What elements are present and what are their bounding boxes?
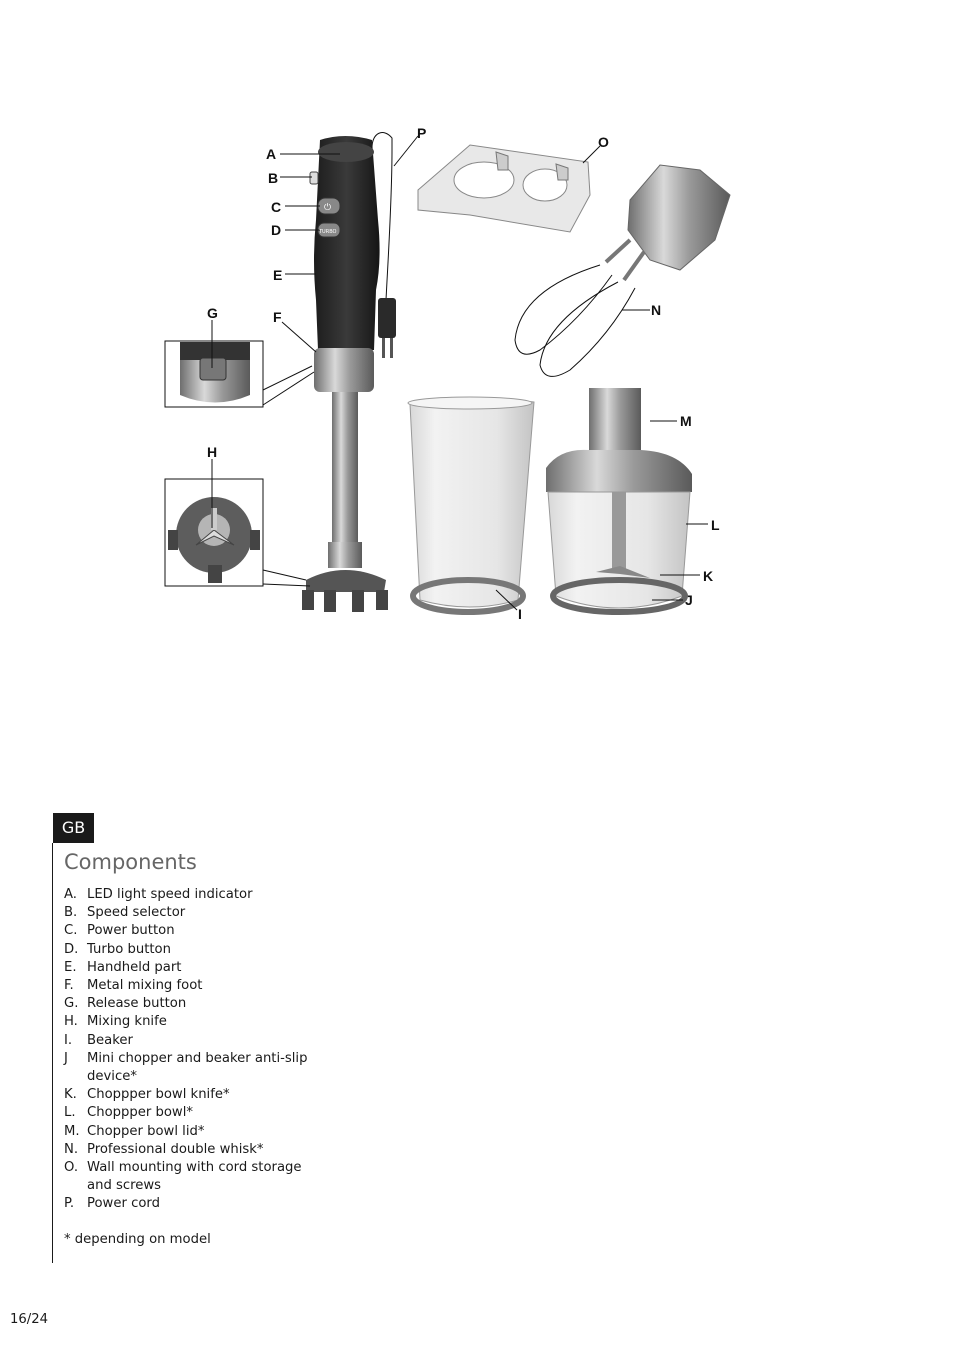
list-item: N. Professional double whisk*	[64, 1141, 324, 1159]
item-key: C.	[64, 923, 78, 939]
item-key: I.	[64, 1032, 73, 1048]
svg-text:⏻: ⏻	[324, 202, 331, 213]
callout-a: A	[266, 146, 276, 162]
item-text: Release button	[87, 996, 187, 1012]
callout-j: J	[685, 592, 693, 608]
callout-l: L	[711, 517, 720, 533]
item-text: Choppper bowl knife*	[87, 1087, 230, 1103]
item-key: M.	[64, 1123, 80, 1139]
item-text: Turbo button	[87, 941, 171, 957]
item-text: Mini chopper and beaker anti-slip device…	[87, 1050, 308, 1085]
list-item: A. LED light speed indicator	[64, 886, 324, 904]
list-item: J Mini chopper and beaker anti-slip devic…	[64, 1050, 324, 1086]
list-item: F. Metal mixing foot	[64, 977, 324, 995]
item-text: Beaker	[87, 1032, 133, 1048]
components-list: A. LED light speed indicator B. Speed sele…	[64, 886, 324, 1214]
footnote: * depending on model	[64, 1232, 211, 1247]
item-text: Power cord	[87, 1196, 160, 1212]
item-text: Mixing knife	[87, 1014, 167, 1030]
list-item: D. Turbo button	[64, 941, 324, 959]
item-key: G.	[64, 996, 79, 1012]
item-text: Metal mixing foot	[87, 978, 203, 994]
list-item: P. Power cord	[64, 1195, 324, 1213]
section-rule	[52, 843, 53, 1263]
item-key: D.	[64, 941, 79, 957]
callout-f: F	[273, 309, 282, 325]
whisk-illustration	[514, 164, 731, 377]
callout-m: M	[680, 413, 692, 429]
section-title: Components	[64, 850, 197, 874]
list-item: C. Power button	[64, 922, 324, 940]
item-text: Professional double whisk*	[87, 1141, 264, 1157]
callout-g: G	[207, 305, 218, 321]
item-text: LED light speed indicator	[87, 887, 253, 902]
page-number: 16/24	[10, 1312, 49, 1327]
item-text: Handheld part	[87, 959, 182, 975]
callout-n: N	[651, 302, 661, 318]
item-key: L.	[64, 1105, 76, 1121]
item-key: H.	[64, 1014, 78, 1030]
item-key: B.	[64, 905, 78, 921]
wall-mount-illustration	[417, 144, 591, 233]
language-tab: GB	[53, 813, 94, 843]
item-text: Power button	[87, 923, 175, 939]
list-item: B. Speed selector	[64, 904, 324, 922]
list-item: E. Handheld part	[64, 959, 324, 977]
list-item: M. Chopper bowl lid*	[64, 1123, 324, 1141]
item-key: A.	[64, 887, 77, 902]
callout-k: K	[703, 568, 713, 584]
callout-c: C	[271, 199, 281, 215]
item-key: J	[64, 1050, 68, 1066]
item-key: K.	[64, 1087, 77, 1103]
item-key: O.	[64, 1160, 79, 1176]
chopper-illustration	[546, 388, 692, 615]
callout-d: D	[271, 222, 281, 238]
list-item: O. Wall mounting with cord storage and sc…	[64, 1159, 324, 1195]
callout-o: O	[598, 134, 609, 150]
hand-blender-illustration: ⏻ TURBO	[302, 132, 396, 612]
turbo-label: TURBO	[318, 229, 337, 235]
list-item: H. Mixing knife	[64, 1013, 324, 1031]
item-key: N.	[64, 1141, 79, 1157]
item-text: Chopper bowl lid*	[87, 1123, 205, 1139]
callout-p: P	[417, 125, 426, 141]
beaker-illustration	[407, 396, 535, 615]
item-key: E.	[64, 959, 77, 975]
item-key: P.	[64, 1196, 75, 1212]
list-item: G. Release button	[64, 995, 324, 1013]
callout-b: B	[268, 170, 278, 186]
list-item: L. Choppper bowl*	[64, 1104, 324, 1122]
inset-mixing-knife	[164, 478, 311, 587]
list-item: K. Choppper bowl knife*	[64, 1086, 324, 1104]
item-key: F.	[64, 978, 74, 994]
components-diagram: ⏻ TURBO	[164, 125, 731, 622]
inset-release-button	[164, 340, 315, 408]
list-item: I. Beaker	[64, 1032, 324, 1050]
callout-i: I	[518, 606, 522, 622]
callout-labels: A B C D E F G H I J K L M N O P	[207, 125, 720, 622]
item-text: Choppper bowl*	[87, 1105, 193, 1121]
callout-e: E	[273, 267, 282, 283]
callout-h: H	[207, 444, 217, 460]
leader-lines	[211, 135, 708, 611]
item-text: Wall mounting with cord storage and scre…	[87, 1160, 302, 1194]
item-text: Speed selector	[87, 905, 186, 921]
